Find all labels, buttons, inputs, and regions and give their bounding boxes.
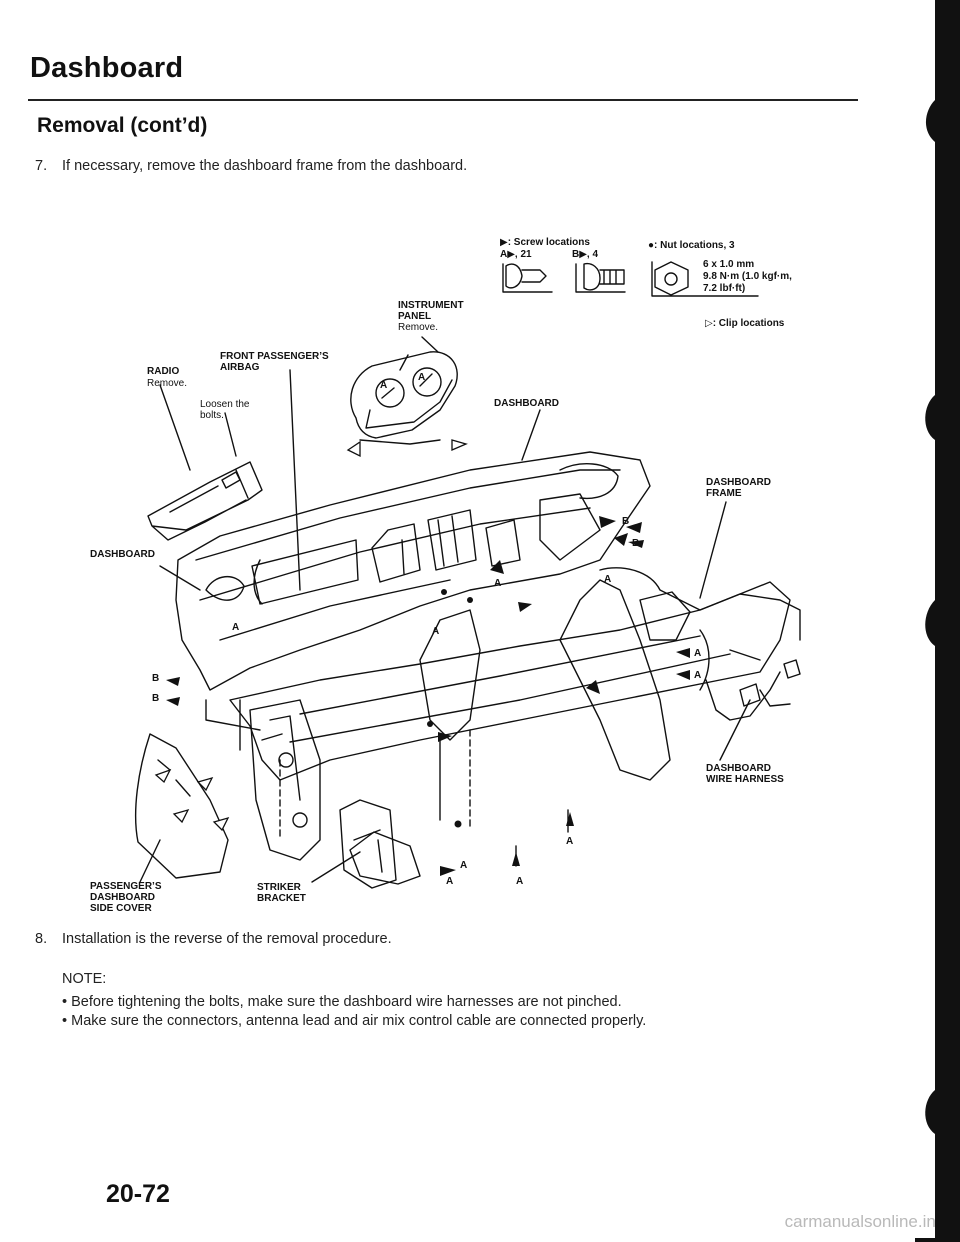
svg-text:A: A (432, 626, 439, 637)
step-8-number: 8. (35, 931, 48, 947)
step-7-text: If necessary, remove the dashboard frame… (62, 158, 468, 174)
note-item-text: Make sure the connectors, antenna lead a… (71, 1013, 647, 1029)
legend-screw-b: B▶, 4 (572, 249, 599, 260)
svg-text:A: A (694, 670, 701, 681)
label-instrument-panel: INSTRUMENT PANEL (398, 300, 464, 322)
legend-nut-spec-1: 6 x 1.0 mm (703, 259, 755, 270)
label-dashboard-top: DASHBOARD (494, 398, 559, 409)
side-cover-shape (134, 733, 229, 879)
label-side-cover: PASSENGER’S DASHBOARD SIDE COVER (90, 881, 162, 914)
step-8-text: Installation is the reverse of the remov… (62, 931, 392, 947)
note-item: • Before tightening the bolts, make sure… (62, 994, 622, 1010)
page-title: Dashboard (30, 52, 184, 84)
svg-text:A: A (380, 380, 387, 391)
watermark: carmanualsonline.info (784, 1212, 950, 1231)
svg-text:A: A (460, 860, 467, 871)
label-radio: RADIO (147, 366, 180, 377)
label-loosen-bolts: Loosen the bolts. (200, 399, 250, 421)
instrument-panel-shape (350, 351, 458, 439)
label-dashboard-left: DASHBOARD (90, 549, 155, 560)
legend-screw-title: ▶: Screw locations (500, 237, 590, 248)
step-7-number: 7. (35, 158, 48, 174)
svg-text:A: A (604, 574, 611, 585)
svg-text:B: B (622, 516, 629, 527)
svg-text:A: A (494, 578, 501, 589)
dashboard-frame-shape (229, 581, 791, 781)
dashboard-shape (175, 451, 651, 691)
note-heading: NOTE: (62, 971, 107, 987)
svg-text:A: A (694, 648, 701, 659)
svg-text:B: B (152, 673, 159, 684)
radio-shape (147, 461, 263, 541)
label-instrument-panel-action: Remove. (398, 322, 439, 333)
svg-text:A: A (418, 372, 425, 383)
note-item: • Make sure the connectors, antenna lead… (62, 1013, 647, 1029)
svg-text:A: A (566, 836, 573, 847)
svg-text:A: A (232, 622, 239, 633)
legend-clip-title: ▷: Clip locations (705, 318, 785, 329)
legend-screw-a-icon (502, 263, 553, 293)
label-radio-action: Remove. (147, 378, 188, 389)
legend-nut-spec-2: 9.8 N·m (1.0 kgf·m, (703, 271, 792, 282)
legend-nut-spec-3: 7.2 lbf·ft) (703, 283, 746, 294)
label-striker-bracket: STRIKER BRACKET (257, 882, 306, 904)
title-divider (28, 99, 858, 101)
svg-text:B: B (632, 538, 639, 549)
svg-text:B: B (152, 693, 159, 704)
legend-screw-b-icon (575, 262, 626, 293)
page-number: 20-72 (106, 1180, 170, 1208)
svg-text:A: A (446, 876, 453, 887)
svg-text:A: A (516, 876, 523, 887)
note-item-text: Before tightening the bolts, make sure t… (71, 994, 622, 1010)
striker-bracket-shape (349, 831, 421, 885)
section-subtitle: Removal (cont’d) (37, 114, 208, 137)
label-front-airbag: FRONT PASSENGER’S AIRBAG (220, 351, 329, 373)
label-wire-harness: DASHBOARD WIRE HARNESS (706, 763, 784, 785)
legend-screw-a: A▶, 21 (500, 249, 532, 260)
binder-edge-bar (915, 0, 960, 1242)
legend-nut-icon (651, 261, 759, 297)
legend-nut-title: ●: Nut locations, 3 (648, 240, 735, 251)
wire-harness-shape (699, 629, 791, 721)
label-dashboard-frame: DASHBOARD FRAME (706, 477, 771, 499)
